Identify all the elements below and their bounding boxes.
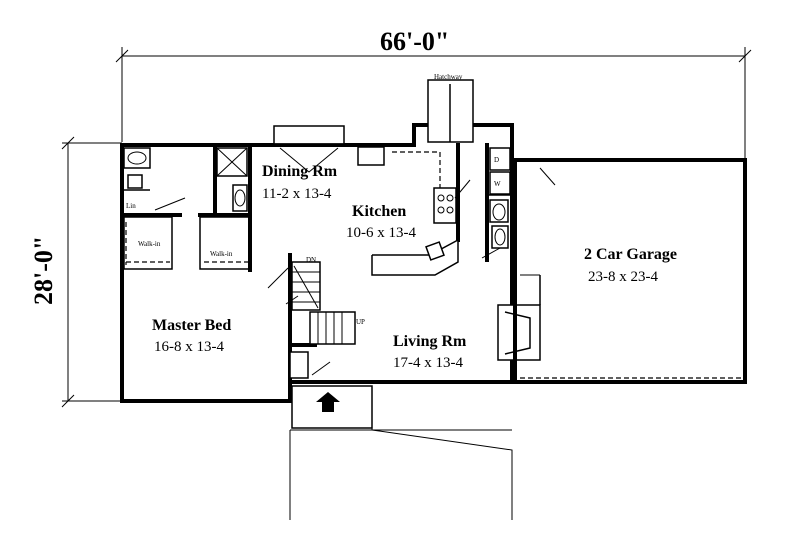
- master-size: 16-8 x 13-4: [154, 339, 224, 355]
- stair-down-label: DN: [306, 256, 316, 264]
- garage: [513, 158, 747, 384]
- depth-dimension: 28'-0": [29, 136, 122, 408]
- garage-name: 2 Car Garage: [584, 246, 677, 263]
- dining-bay-window: [273, 125, 345, 173]
- laundry: D W: [489, 147, 511, 195]
- dining-name: Dining Rm: [262, 163, 338, 180]
- room-label-master: Master Bed 16-8 x 13-4: [152, 317, 231, 355]
- width-dimension-label: 66'-0": [380, 27, 449, 56]
- room-label-living: Living Rm 17-4 x 13-4: [393, 333, 467, 371]
- kitchen-size: 10-6 x 13-4: [346, 225, 416, 241]
- washer-label: W: [494, 180, 501, 188]
- living-size: 17-4 x 13-4: [393, 355, 463, 371]
- dryer-label: D: [494, 156, 499, 164]
- living-name: Living Rm: [393, 333, 467, 350]
- walkin-2-label: Walk-in: [210, 250, 233, 258]
- width-dimension: 66'-0": [115, 27, 752, 160]
- room-label-kitchen: Kitchen 10-6 x 13-4: [346, 203, 416, 241]
- dining-size: 11-2 x 13-4: [262, 186, 332, 202]
- hatchway: Hatchway: [427, 73, 474, 143]
- kitchen-fixtures: [357, 146, 471, 276]
- master-bath-fixtures: Lin: [123, 147, 248, 212]
- hatchway-label: Hatchway: [434, 73, 463, 81]
- walkin-1-label: Walk-in: [138, 240, 161, 248]
- kitchen-name: Kitchen: [352, 203, 406, 220]
- hall-bath-fixtures: [481, 199, 509, 259]
- linen-label: Lin: [126, 202, 136, 210]
- garage-size: 23-8 x 23-4: [588, 269, 658, 285]
- entry: [289, 351, 513, 520]
- stair-up-label: UP: [356, 318, 365, 326]
- fireplace: [497, 275, 541, 361]
- room-label-garage: 2 Car Garage 23-8 x 23-4: [584, 246, 677, 285]
- depth-dimension-label: 28'-0": [29, 236, 58, 305]
- entry-arrow-icon: [316, 392, 340, 412]
- master-name: Master Bed: [152, 317, 231, 334]
- room-label-dining: Dining Rm 11-2 x 13-4: [262, 163, 338, 202]
- stairs: DN UP: [267, 256, 365, 345]
